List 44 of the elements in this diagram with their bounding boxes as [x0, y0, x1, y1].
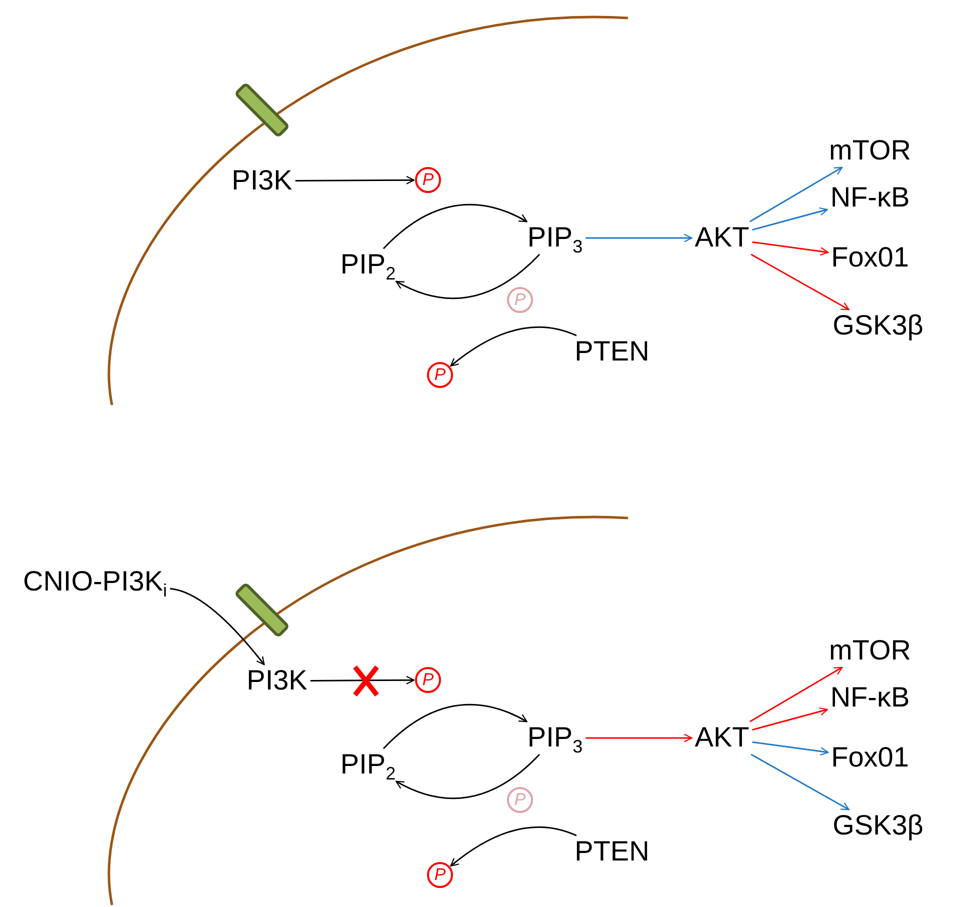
- arrow: [750, 254, 850, 310]
- arrow: [382, 704, 528, 750]
- molecule-label: PIP$_{2}$: [340, 750, 396, 780]
- arrow: [586, 234, 692, 242]
- arrow: [396, 754, 540, 799]
- molecule-label: PTEN: [574, 336, 650, 368]
- arrow: [750, 166, 843, 222]
- molecule-label: PI3K: [246, 666, 308, 696]
- molecule-label: mTOR: [829, 636, 911, 666]
- phosphate-circle: P: [507, 287, 533, 313]
- arrow: [396, 254, 540, 299]
- molecule-label: CNIO-PI3K$_{i}$: [22, 566, 168, 598]
- arrow: [310, 676, 415, 684]
- phosphate-circle: P: [427, 362, 453, 388]
- arrow: [750, 754, 850, 810]
- molecule-label: GSK3β: [832, 810, 924, 842]
- phosphate-circle: P: [427, 862, 453, 888]
- arrow: [586, 734, 692, 742]
- arrow: [752, 741, 829, 756]
- arrow: [295, 176, 415, 184]
- arrow: [450, 326, 577, 367]
- molecule-label: NF-κB: [830, 682, 910, 714]
- molecule-label: AKT: [694, 222, 750, 254]
- arrow: [752, 241, 829, 256]
- phosphate-circle: P: [415, 167, 441, 193]
- molecule-label: mTOR: [829, 136, 911, 166]
- arrow: [752, 207, 828, 231]
- molecule-label: PIP$_{2}$: [340, 250, 396, 280]
- arrow: [752, 707, 828, 731]
- molecule-label: PIP$_{3}$: [527, 722, 583, 754]
- arrow: [382, 204, 528, 250]
- arrow: [750, 666, 843, 722]
- molecule-label: PI3K: [232, 166, 292, 196]
- molecule-label: Fox01: [831, 742, 909, 774]
- molecule-label: NF-κB: [830, 182, 910, 214]
- molecule-label: PIP$_{3}$: [527, 222, 583, 254]
- molecule-label: AKT: [694, 722, 750, 754]
- arrow: [450, 826, 577, 867]
- molecule-label: Fox01: [831, 242, 909, 274]
- molecule-label: PTEN: [574, 836, 650, 868]
- phosphate-circle: P: [415, 667, 441, 693]
- molecule-label: GSK3β: [832, 310, 924, 342]
- phosphate-circle: P: [507, 787, 533, 813]
- arrow: [170, 588, 265, 666]
